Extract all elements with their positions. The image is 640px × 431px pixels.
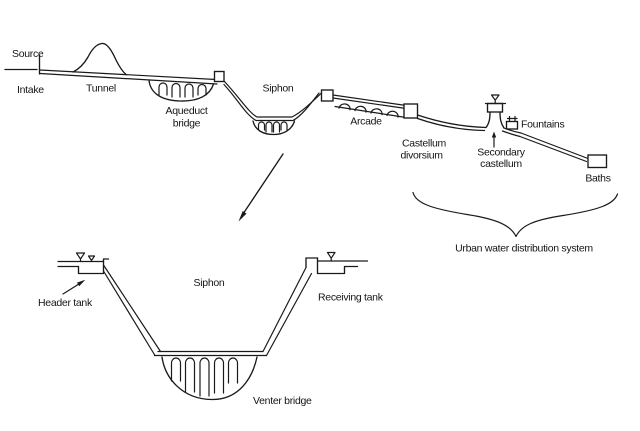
small-venter-arch-2 [265, 121, 273, 133]
baths-box [587, 154, 608, 169]
venter-bridge [161, 356, 258, 401]
bridge-arch-1 [158, 82, 168, 96]
urban-pipe-line-1 [416, 114, 487, 129]
arcade-arch-3 [370, 108, 383, 116]
callout-arrow-head [238, 211, 247, 222]
tower-left-flare [485, 111, 491, 129]
label-venter-bridge: Venter bridge [253, 395, 312, 407]
descending-pipe-line-2 [102, 270, 156, 357]
tunnel-hill [72, 42, 127, 76]
castellum-divorsium-box [403, 103, 419, 119]
siphon-header-box [213, 70, 225, 83]
ascending-pipe-line-2 [265, 272, 313, 357]
label-secondary-castellum-1: Secondary [477, 147, 526, 159]
venter-arch-5 [227, 357, 239, 384]
label-tunnel: Tunnel [86, 83, 116, 95]
fountains-box [505, 120, 519, 130]
label-secondary-castellum-2: castellum [480, 158, 522, 170]
distribution-brace [412, 191, 619, 238]
bridge-arch-3 [184, 83, 194, 98]
ascending-pipe-line-1 [262, 266, 307, 353]
callout-arrow-shaft [243, 153, 284, 214]
siphon-pipe-line-2 [223, 83, 320, 122]
bridge-arch-2 [171, 82, 181, 98]
venter-arch-2 [184, 357, 196, 393]
label-source: Source [12, 48, 44, 60]
label-arcade: Arcade [350, 116, 382, 128]
label-siphon-bottom: Siphon [194, 277, 225, 289]
siphon-detail-diagram [57, 251, 369, 401]
baths-pipe-line-2 [501, 130, 588, 163]
arcade-arch-1 [338, 103, 351, 111]
small-venter-arch-3 [272, 121, 281, 133]
secondary-castellum-tower [484, 94, 507, 148]
venter-arch-4 [213, 357, 225, 394]
venter-arch-3 [199, 357, 210, 397]
leader-arrow-head [77, 279, 86, 287]
water-level-icon [326, 251, 336, 262]
urban-pipe-line-2 [416, 117, 486, 132]
arcade-arch-2 [354, 105, 367, 113]
header-tank-leader [62, 279, 86, 295]
label-receiving-tank: Receiving tank [318, 292, 384, 304]
small-venter-arch [252, 120, 296, 136]
siphon-receiving-box [320, 89, 334, 102]
label-intake: Intake [17, 84, 44, 96]
label-castellum-divorsium-1: Castellum [402, 138, 447, 150]
top-profile-diagram [4, 42, 619, 238]
fountains-symbol [505, 115, 519, 130]
tower-tank-box [486, 102, 504, 113]
header-tank [57, 252, 110, 275]
label-aqueduct-bridge-1: Aqueduct [166, 105, 208, 117]
bridge-arch-outline [148, 79, 215, 102]
channel-top-line [39, 69, 217, 81]
label-baths: Baths [585, 173, 610, 185]
labels: Source Intake Tunnel Aqueduct bridge Sip… [12, 48, 611, 407]
label-fountains: Fountains [521, 119, 564, 131]
venter-arch-outline [161, 356, 258, 401]
siphon-pipe-top-diagram [223, 80, 323, 136]
descending-pipe-line-1 [102, 264, 162, 353]
label-aqueduct-bridge-2: bridge [173, 118, 201, 130]
receiving-tank [305, 251, 369, 275]
water-level-icon [75, 252, 86, 263]
channel-bottom-line [39, 72, 218, 85]
arcade-arch-4 [386, 110, 399, 118]
receiving-tank-walls [316, 257, 359, 275]
label-header-tank: Header tank [38, 297, 93, 309]
receiving-rim [305, 257, 319, 269]
label-urban-system: Urban water distribution system [455, 243, 593, 255]
arcade-channel-line-2 [332, 97, 407, 110]
label-castellum-divorsium-2: divorsium [401, 150, 444, 162]
header-tank-walls [77, 258, 110, 275]
fountain-jet-icon [506, 115, 518, 123]
bridge-arch-4 [197, 83, 207, 96]
arcade-base-line [334, 105, 407, 119]
aqueduct-bridge [148, 79, 215, 102]
detail-callout-arrow [238, 153, 284, 222]
tower-pointer-arrowhead [491, 131, 497, 138]
arcade-structure [332, 94, 407, 119]
arcade-channel-line-1 [332, 94, 407, 107]
leader-line [62, 283, 80, 295]
venter-arch-1 [170, 357, 182, 382]
small-venter-arch-1 [257, 121, 266, 131]
small-venter-arch-4 [280, 121, 288, 131]
water-level-icon-small [87, 255, 96, 262]
label-siphon-top: Siphon [263, 83, 294, 95]
water-level-icon [490, 94, 500, 105]
tower-right-flare [499, 111, 505, 129]
